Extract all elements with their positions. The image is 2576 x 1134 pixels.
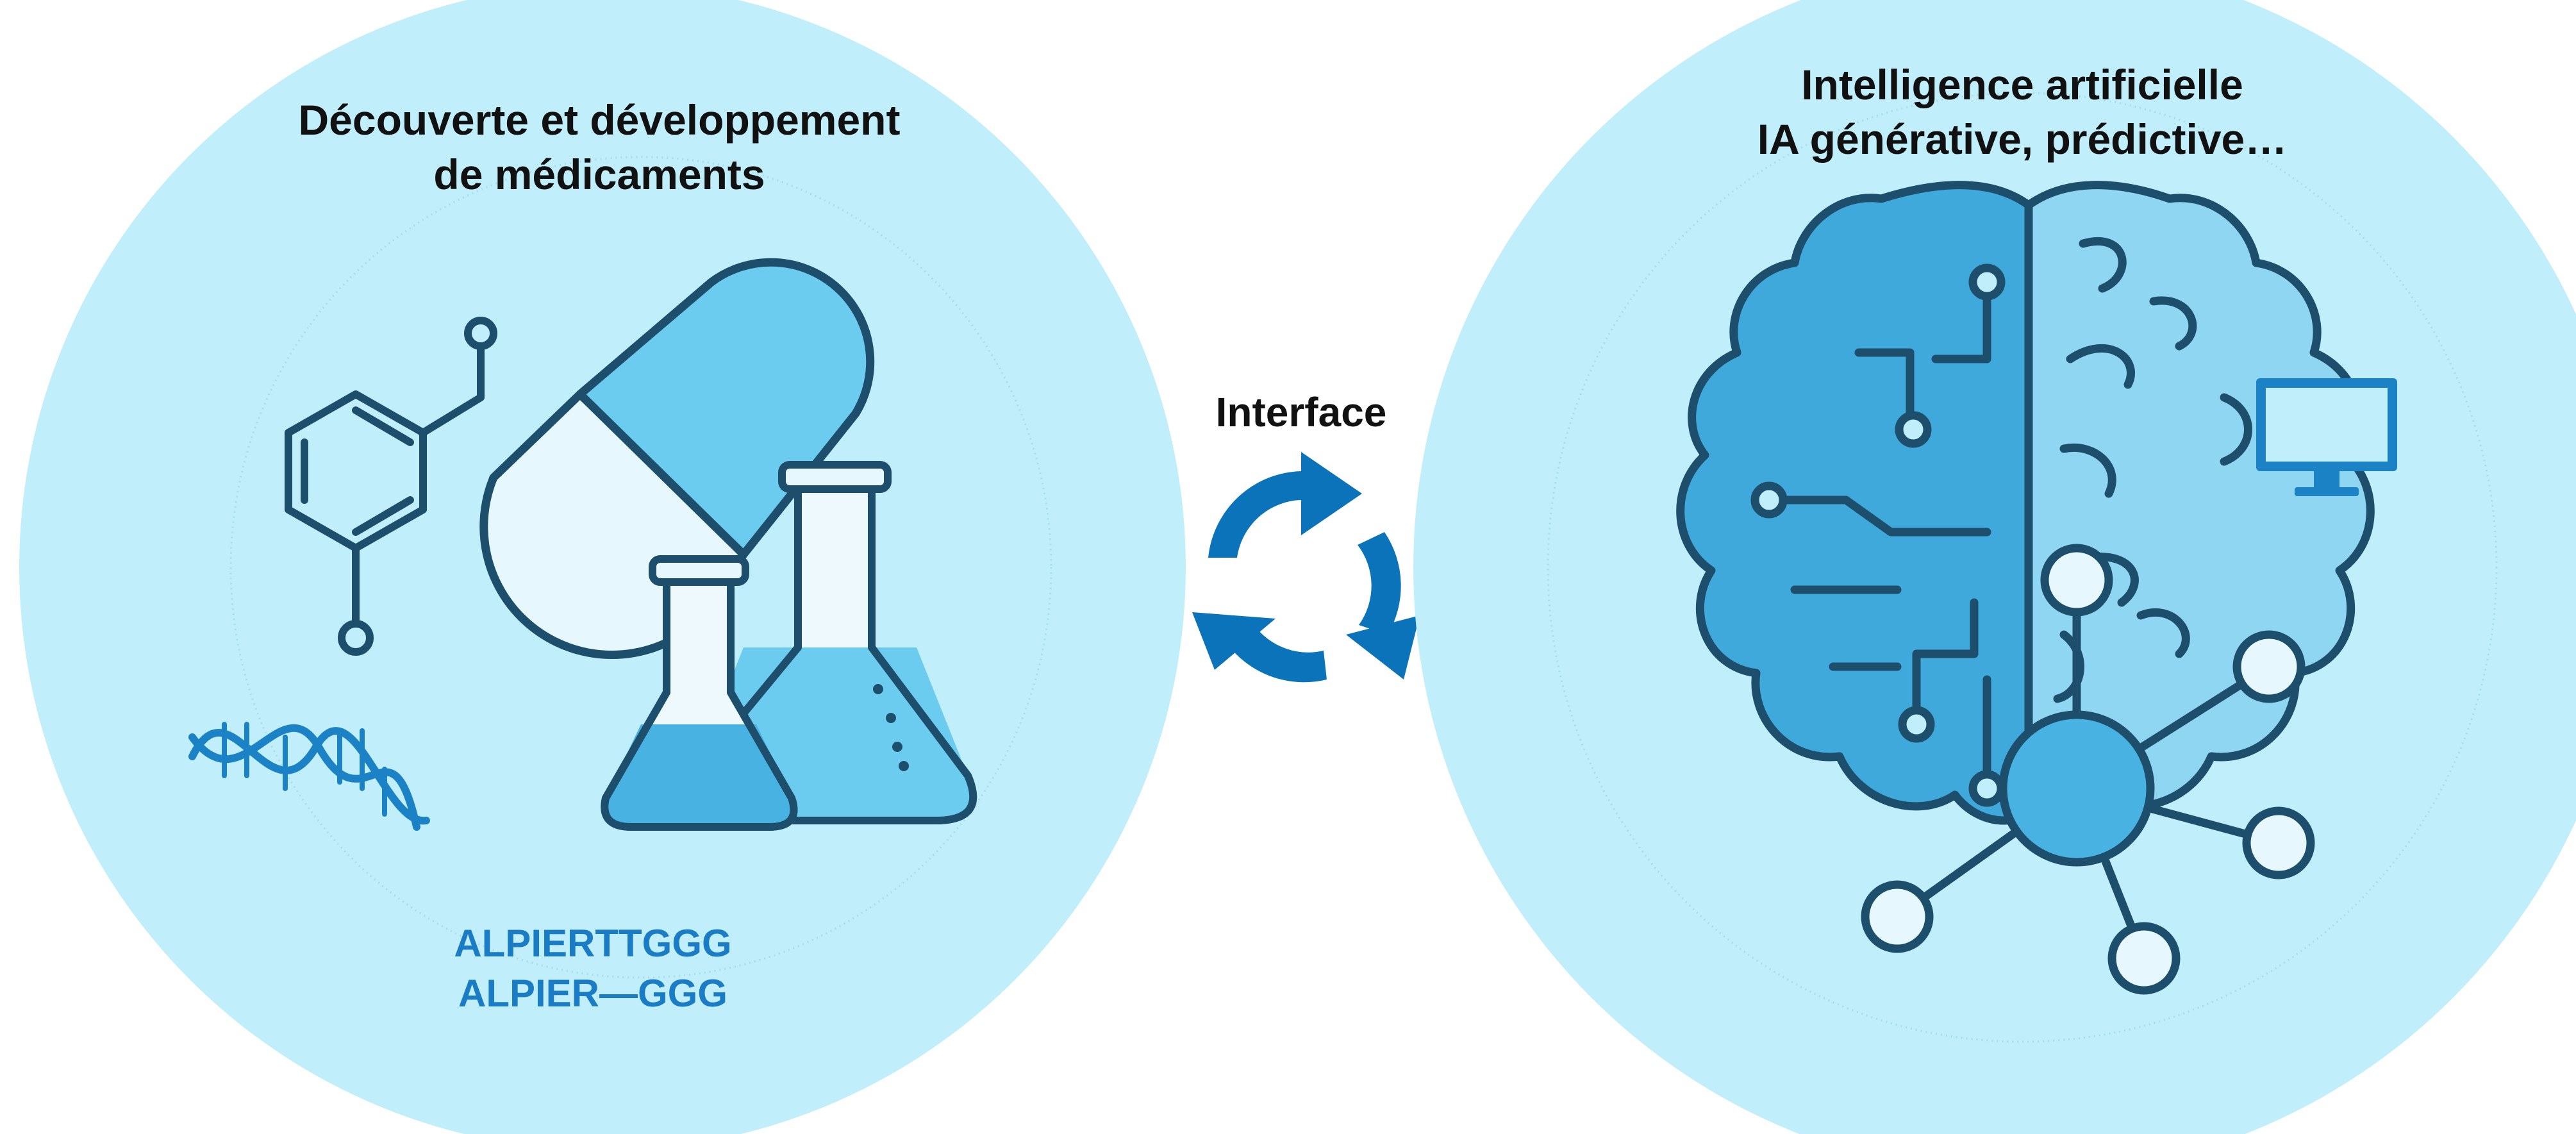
right-panel: Intelligence artificielle IA générative,…	[1413, 0, 2576, 1134]
dna-helix-icon	[188, 722, 430, 831]
circuit-brain-icon	[1676, 181, 2375, 825]
sequence-line2: ALPIER—GGG	[458, 972, 727, 1015]
center-interface: Interface	[1192, 389, 1420, 683]
network-node-icon	[1861, 544, 2315, 995]
right-title-line2: IA générative, prédictive…	[1757, 115, 2288, 163]
left-title-line1: Découverte et développement	[299, 96, 901, 144]
right-inner-ring	[1547, 92, 2498, 1043]
benzene-molecule-icon	[285, 317, 497, 656]
right-title-line1: Intelligence artificielle	[1801, 61, 2243, 108]
interface-label: Interface	[1216, 389, 1387, 435]
monitor-icon	[2256, 378, 2397, 496]
left-title-line2: de médicaments	[433, 151, 765, 198]
cycle-arrows-icon	[1192, 452, 1420, 683]
lab-flask-icon	[601, 555, 798, 831]
left-panel: Découverte et développement de médicamen…	[19, 0, 1186, 1134]
sequence-line1: ALPIERTTGGG	[454, 922, 731, 965]
left-inner-ring	[229, 156, 1052, 979]
